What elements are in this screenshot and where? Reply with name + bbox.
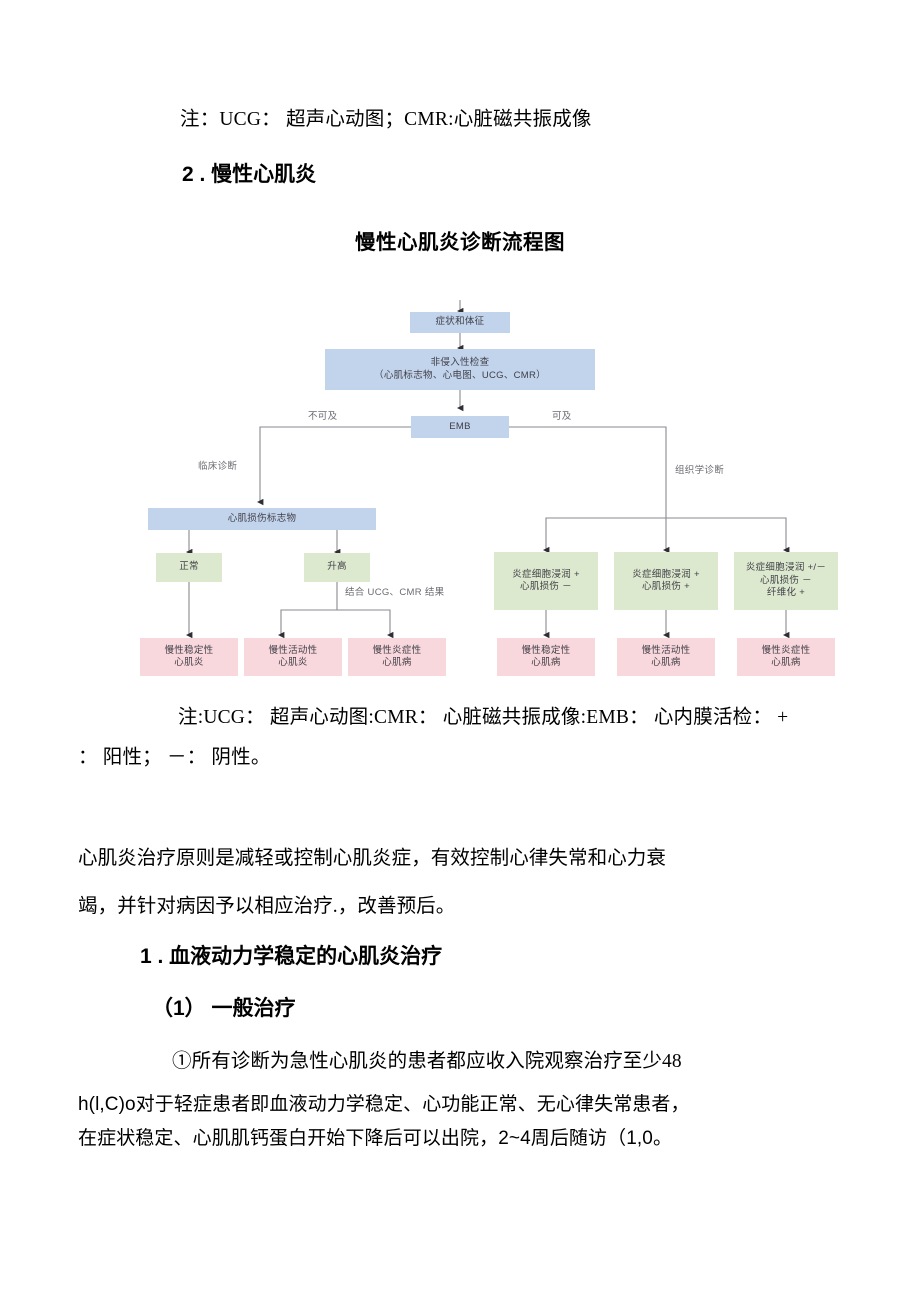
- edge-label-available: 可及: [552, 411, 572, 422]
- node-chronic-inflammatory-cardiomyopathy-left: 慢性炎症性 心肌病: [348, 638, 446, 676]
- node-noninvasive-exam-line1: 非侵入性检查: [430, 357, 490, 368]
- item-general-treatment-continued-line2: 在症状稳定、心肌肌钙蛋白开始下降后可以出院，2~4周后随访（1,0。: [78, 1128, 673, 1149]
- edge-label-combine-ucg-cmr-results: 结合 UCG、CMR 结果: [345, 587, 445, 598]
- item-general-treatment-continued: h(l,C)o对于轻症患者即血液动力学稳定、心功能正常、无心律失常患者， 在症状…: [78, 1088, 858, 1156]
- heading-general-treatment: （1） 一般治疗: [152, 997, 296, 1020]
- node-chronic-stable-cardiomyopathy: 慢性稳定性 心肌病: [497, 638, 595, 676]
- node-noninvasive-exam-line2: （心肌标志物、心电图、UCG、CMR）: [374, 369, 546, 381]
- node-histology-infiltrate-no-injury: 炎症细胞浸润 + 心肌损伤 －: [494, 552, 598, 610]
- node-chronic-active-myocarditis: 慢性活动性 心肌炎: [244, 638, 342, 676]
- node-chronic-active-cardiomyopathy-line1: 慢性活动性: [641, 644, 691, 656]
- node-chronic-stable-myocarditis-line1: 慢性稳定性: [164, 644, 214, 656]
- edge-label-histologic-diagnosis: 组织学诊断: [675, 465, 725, 476]
- node-chronic-stable-cardiomyopathy-line1: 慢性稳定性: [521, 644, 571, 656]
- flowchart-chronic-myocarditis-diagnosis: 症状和体征 非侵入性检查 （心肌标志物、心电图、UCG、CMR） EMB 不可及…: [0, 290, 920, 690]
- figure-title: 慢性心肌炎诊断流程图: [355, 231, 565, 254]
- node-histology-fibrosis-line1: 炎症细胞浸润 +/－: [745, 562, 827, 574]
- paragraph-treatment-principle-line1: 心肌炎治疗原则是减轻或控制心肌炎症，有效控制心律失常和心力衰: [78, 848, 667, 869]
- node-histology-fibrosis-line2: 心肌损伤 －: [760, 574, 812, 586]
- flowchart-connectors: [186, 300, 790, 639]
- node-chronic-active-cardiomyopathy-line2: 心肌病: [651, 657, 681, 668]
- node-chronic-inflammatory-cardiomyopathy-left-line1: 慢性炎症性: [372, 644, 422, 656]
- node-histology-infiltrate-with-injury: 炎症细胞浸润 + 心肌损伤 +: [614, 552, 718, 610]
- node-normal: 正常: [156, 553, 222, 582]
- node-emb: EMB: [411, 416, 509, 438]
- node-histology-fibrosis: 炎症细胞浸润 +/－ 心肌损伤 － 纤维化 +: [734, 552, 838, 610]
- node-symptoms-and-signs: 症状和体征: [410, 312, 510, 333]
- paragraph-treatment-principle: 心肌炎治疗原则是减轻或控制心肌炎症，有效控制心律失常和心力衰 竭，并针对病因予以…: [78, 835, 848, 931]
- figure-note-line1: 注:UCG： 超声心动图:CMR： 心脏磁共振成像:EMB： 心内膜活检： +: [178, 707, 789, 728]
- node-histology-infiltrate-no-injury-line1: 炎症细胞浸润 +: [512, 568, 580, 580]
- figure-note-line2: ： 阳性； －： 阴性。: [78, 747, 271, 768]
- item-general-treatment-first-line: ①所有诊断为急性心肌炎的患者都应收入院观察治疗至少48: [172, 1051, 682, 1072]
- edge-label-clinical-diagnosis: 临床诊断: [198, 461, 238, 472]
- node-emb-label: EMB: [449, 420, 471, 432]
- node-histology-infiltrate-with-injury-line1: 炎症细胞浸润 +: [632, 568, 700, 580]
- node-histology-infiltrate-with-injury-line2: 心肌损伤 +: [642, 581, 690, 592]
- node-elevated-label: 升高: [327, 561, 347, 573]
- node-chronic-stable-myocarditis: 慢性稳定性 心肌炎: [140, 638, 238, 676]
- node-normal-label: 正常: [179, 561, 199, 573]
- node-chronic-stable-myocarditis-line2: 心肌炎: [174, 657, 204, 668]
- edge-label-unavailable: 不可及: [308, 411, 338, 422]
- paragraph-treatment-principle-line2: 竭，并针对病因予以相应治疗.，改善预后。: [78, 896, 456, 917]
- node-chronic-active-myocarditis-line1: 慢性活动性: [268, 644, 318, 656]
- section-heading-chronic-myocarditis: 2 . 慢性心肌炎: [182, 163, 317, 186]
- node-symptoms-and-signs-label: 症状和体征: [435, 316, 485, 328]
- node-chronic-active-myocarditis-line2: 心肌炎: [278, 657, 308, 668]
- node-myocardial-injury-markers: 心肌损伤标志物: [148, 508, 376, 530]
- node-noninvasive-exam: 非侵入性检查 （心肌标志物、心电图、UCG、CMR）: [325, 349, 595, 390]
- node-histology-fibrosis-line3: 纤维化 +: [766, 587, 806, 599]
- node-myocardial-injury-markers-label: 心肌损伤标志物: [227, 512, 297, 524]
- item-general-treatment-continued-line1: h(l,C)o对于轻症患者即血液动力学稳定、心功能正常、无心律失常患者，: [78, 1094, 690, 1115]
- node-chronic-inflammatory-cardiomyopathy-left-line2: 心肌病: [382, 657, 412, 668]
- node-chronic-inflammatory-cardiomyopathy-right: 慢性炎症性 心肌病: [737, 638, 835, 676]
- node-elevated: 升高: [304, 553, 370, 582]
- node-histology-infiltrate-no-injury-line2: 心肌损伤 －: [520, 581, 572, 592]
- heading-hemodynamically-stable-treatment: 1 . 血液动力学稳定的心肌炎治疗: [140, 945, 443, 968]
- node-chronic-inflammatory-cardiomyopathy-right-line1: 慢性炎症性: [761, 644, 811, 656]
- node-chronic-stable-cardiomyopathy-line2: 心肌病: [531, 657, 561, 668]
- node-chronic-active-cardiomyopathy: 慢性活动性 心肌病: [617, 638, 715, 676]
- top-note: 注：UCG： 超声心动图；CMR:心脏磁共振成像: [180, 109, 592, 130]
- node-chronic-inflammatory-cardiomyopathy-right-line2: 心肌病: [771, 657, 801, 668]
